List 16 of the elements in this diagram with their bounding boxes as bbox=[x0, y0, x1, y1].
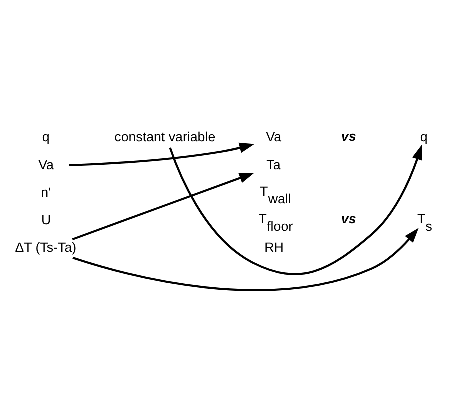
node-text: ΔT (Ts-Ta) bbox=[15, 239, 77, 254]
arrow bbox=[72, 172, 255, 240]
node-text: q bbox=[42, 129, 50, 144]
node-text: n' bbox=[41, 184, 52, 200]
node-text: Va bbox=[38, 156, 54, 172]
node-text: Va bbox=[266, 129, 282, 144]
node-text: U bbox=[42, 212, 52, 227]
node-text: Ta bbox=[266, 156, 281, 172]
node-text: constant variable bbox=[114, 129, 216, 144]
node-text: q bbox=[420, 129, 428, 144]
node-text: vs bbox=[341, 128, 356, 144]
arrow bbox=[169, 144, 422, 275]
arrow bbox=[69, 142, 255, 166]
node-text: RH bbox=[264, 239, 284, 254]
arrow bbox=[72, 228, 419, 291]
node-text: vs bbox=[341, 211, 356, 226]
